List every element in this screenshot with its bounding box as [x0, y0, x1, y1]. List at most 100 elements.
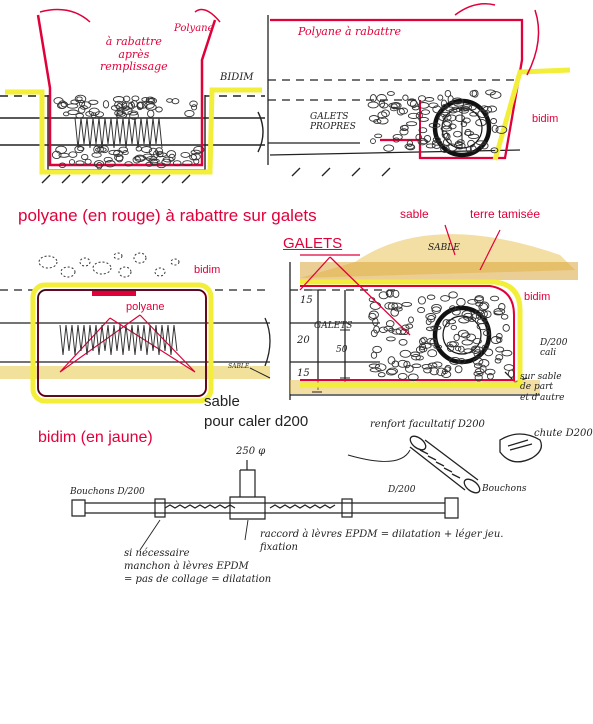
gravel-stone — [136, 101, 144, 111]
gravel-stone — [377, 111, 388, 119]
gravel-stone — [161, 158, 171, 166]
gravel-stone — [81, 153, 89, 161]
gravel-stone — [465, 146, 472, 153]
gravel-stone — [58, 162, 66, 169]
gravel-stone — [486, 105, 498, 113]
gravel-stone — [453, 333, 460, 342]
gravel-stone — [427, 349, 438, 358]
gravel-stone — [95, 147, 107, 153]
gravel-stone — [449, 305, 457, 313]
gravel-stone — [80, 105, 88, 110]
pebbles-above-box — [38, 252, 180, 278]
gravel-stone — [104, 160, 116, 168]
gravel-stone — [454, 114, 466, 123]
label-sable-pour-caler: sable pour caler d200 — [204, 393, 309, 430]
dimension-ticks — [249, 289, 350, 393]
gravel-stone — [369, 94, 377, 103]
label-polyane-top-left: Polyane — [174, 23, 214, 34]
gravel-stone — [494, 357, 502, 364]
gravel-stone — [411, 353, 421, 361]
gravel-stone — [76, 96, 83, 101]
dim-15-bottom: 15 — [297, 368, 310, 379]
gravel-stone — [501, 349, 513, 357]
gravel-stone — [411, 363, 422, 369]
gravel-stone — [102, 100, 110, 109]
gravel-stone — [454, 140, 463, 147]
gravel-stone — [449, 356, 461, 365]
gravel-stone — [428, 122, 441, 129]
gravel-stone — [458, 345, 465, 353]
gravel-stone — [426, 337, 437, 345]
dim-15-top: 15 — [300, 295, 313, 306]
gravel-stone — [472, 357, 484, 366]
polyane-red-top-right — [270, 18, 524, 160]
gravel-stone — [456, 297, 466, 307]
gravel-stone — [147, 109, 155, 118]
label-raccord: raccord à lèvres EPDM = dilatation + lég… — [260, 529, 504, 553]
middle-right-section — [289, 262, 540, 400]
gravel-stone — [129, 111, 139, 120]
gravel-stone — [491, 124, 499, 133]
gravel-stone — [376, 94, 387, 103]
label-sable-small: SABLE — [228, 363, 250, 370]
gravel-stone — [141, 146, 153, 153]
gravel-stone — [427, 362, 438, 369]
gravel-stone — [399, 349, 412, 358]
gravel-stone — [113, 149, 123, 158]
label-renfort: renfort facultatif D200 — [370, 419, 485, 430]
arrow-rabattre-right — [194, 8, 221, 23]
gravel-stone — [145, 156, 158, 162]
gravel-stone — [441, 368, 448, 375]
gravel-stone — [474, 309, 485, 315]
bidim-yellow-middle-right — [300, 279, 523, 388]
gravel-stone — [383, 144, 395, 152]
gravel-stone — [490, 336, 502, 344]
gravel-stone — [369, 301, 382, 310]
gravel-stone — [93, 160, 105, 168]
gravel-stone — [108, 149, 120, 156]
drain-comb-middle — [59, 324, 178, 356]
gravel-stone — [391, 328, 402, 335]
gravel-stone — [85, 111, 94, 117]
gravel-stone — [446, 143, 458, 152]
gravel-stone — [372, 345, 382, 354]
gravel-stone — [470, 345, 481, 354]
heading-polyane-rabattre: polyane (en rouge) à rabattre sur galets — [18, 206, 317, 225]
gravel-stone — [390, 308, 399, 317]
gravel-stone — [392, 133, 403, 141]
gravel-middle-right — [368, 289, 515, 382]
gravel-stone — [377, 372, 386, 378]
gravel-stone — [442, 114, 452, 121]
label-sable-mound: SABLE — [428, 243, 460, 253]
gravel-stone — [431, 303, 442, 312]
gravel-stone — [144, 101, 155, 109]
gravel-stone — [462, 312, 474, 321]
gravel-stone — [495, 346, 505, 353]
gravel-stone — [460, 120, 468, 128]
gravel-stone — [184, 109, 195, 118]
gravel-stone — [425, 143, 436, 149]
gravel-stone — [156, 162, 167, 169]
label-bouchons-left: Bouchons D/200 — [70, 487, 145, 497]
gravel-stone — [180, 151, 191, 158]
gravel-stone — [122, 95, 131, 103]
gravel-stone — [66, 103, 79, 109]
gravel-stone — [401, 124, 409, 131]
label-d200-cali: D/200 cali — [540, 338, 568, 359]
label-sable: sable — [400, 207, 429, 221]
gravel-stone — [466, 333, 477, 342]
gravel-stone — [51, 150, 62, 160]
bidim-yellow-top-left — [5, 87, 262, 175]
gravel-stone — [432, 361, 443, 368]
gravel-stone — [379, 102, 389, 109]
gravel-stone — [417, 95, 427, 102]
gravel-stone — [135, 145, 142, 152]
gravel-stone — [407, 112, 420, 119]
gravel-stone — [415, 112, 423, 120]
drain-comb-top-left — [74, 117, 163, 149]
gravel-stone — [74, 145, 84, 154]
gravel-stone — [458, 107, 469, 114]
gravel-stone — [385, 320, 395, 328]
gravel-stone — [418, 343, 427, 351]
arrow-top-right — [454, 3, 496, 16]
